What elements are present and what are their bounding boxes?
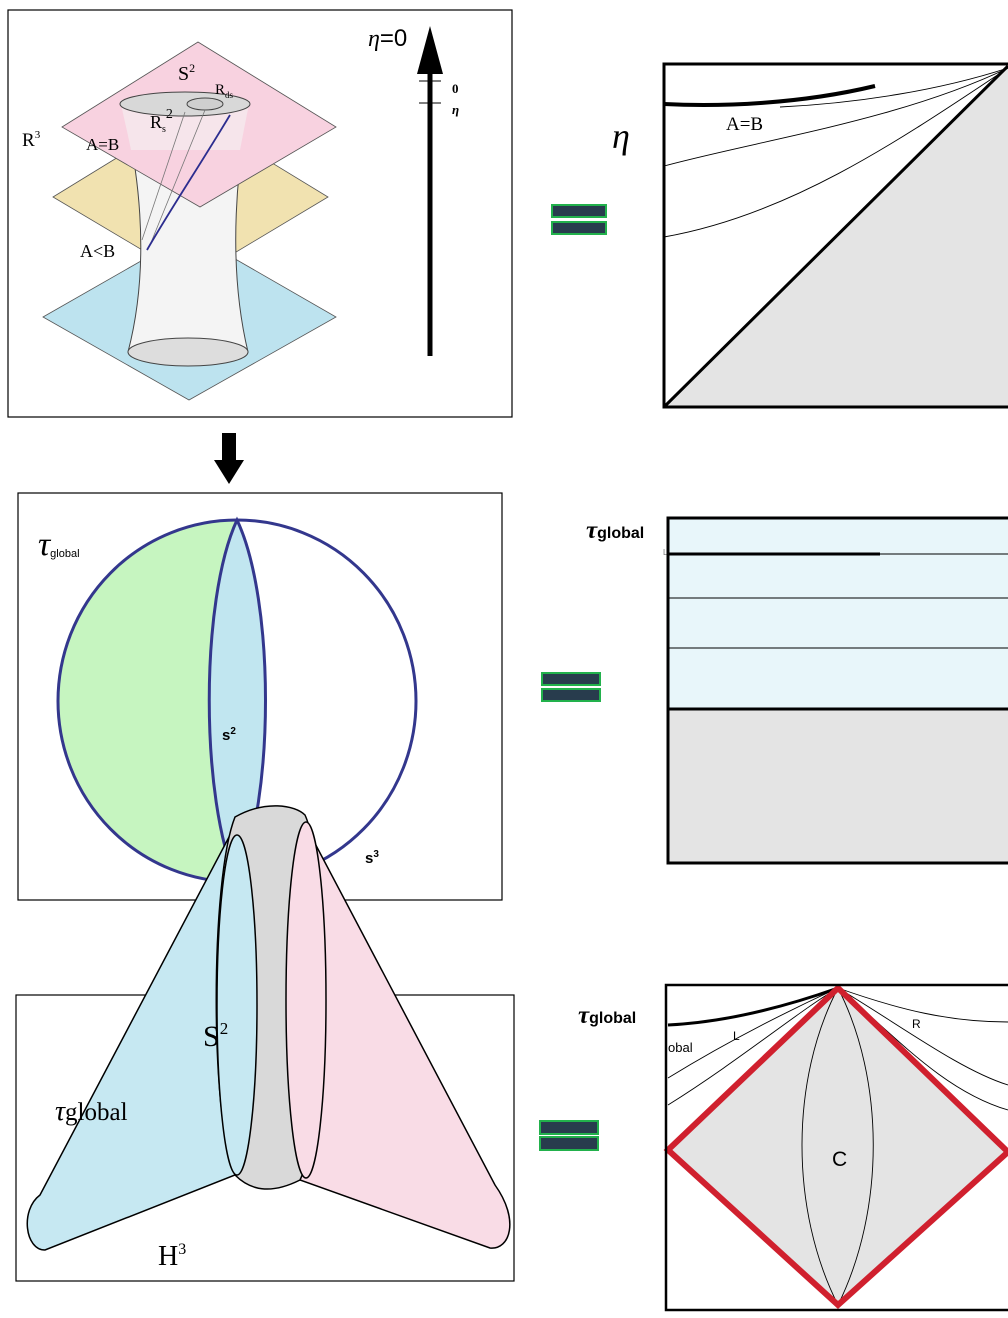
panel-wormhole: S2 τglobal H3 (15, 805, 515, 1282)
panel-bands: τglobal L (586, 516, 1008, 865)
red-diamond-outline (663, 983, 1008, 1310)
inner-horizon-circle (186, 97, 224, 111)
s3-label: s3 (365, 849, 379, 867)
bands-small-mark: L (663, 548, 668, 557)
bands-light-region (668, 518, 1008, 709)
tick-zero-label: 0 (452, 81, 459, 96)
diagonal-horizon (662, 64, 1008, 409)
tau-global-wormhole-label: τglobal (55, 1096, 128, 1127)
tau-global-label: τglobal (38, 526, 80, 563)
eta-arrow-head (417, 26, 443, 74)
tau-global-bands-label: τglobal (586, 517, 644, 544)
left-bold-curve (667, 986, 839, 1027)
r3-label: R3 (22, 129, 41, 151)
right-throat (285, 821, 327, 1179)
diamond-region (668, 988, 1008, 1305)
tick-eta-label: η (452, 102, 459, 117)
eta-zero-label: η=0 (368, 25, 407, 52)
left-fan-curve-1 (667, 987, 839, 1079)
equals-sign-1 (551, 204, 607, 235)
left-arm (26, 819, 239, 1251)
h3-label: H3 (158, 1241, 186, 1272)
s2-wormhole-label: S2 (203, 1019, 228, 1053)
bands-frame (666, 516, 1008, 865)
a-eq-b-curve-label: A=B (726, 114, 763, 135)
right-arm (299, 814, 511, 1249)
left-throat (216, 834, 258, 1176)
entanglement-curve (146, 114, 231, 251)
penrose-frame (662, 62, 1008, 409)
right-fan-curve-2 (837, 987, 1008, 1086)
a-eq-b-label: A=B (86, 135, 119, 154)
panel-penrose-eta: η A=B (612, 62, 1008, 409)
left-fan-curve-2 (667, 987, 839, 1106)
bands-gray-region (668, 709, 1008, 863)
green-region (58, 520, 237, 882)
down-arrow-1 (214, 433, 244, 484)
rs-label: Rs2 (150, 107, 173, 135)
panel-s3-sphere: τglobal s2 s3 (17, 492, 503, 901)
equals-sign-2 (541, 672, 601, 702)
l-label: L (733, 1029, 740, 1043)
a-lt-b-label: A<B (80, 241, 115, 261)
fan-curve-1 (663, 67, 1008, 167)
panel-diamond: τglobal obal L R C (578, 983, 1008, 1312)
right-fan-curve-1 (837, 987, 1008, 1023)
hyperboloid-bottom-cap (127, 337, 249, 367)
equals-sign-3 (539, 1120, 599, 1151)
a-eq-b-curve (663, 84, 876, 108)
s2-label: S2 (178, 61, 195, 85)
tau-global-diamond-label: τglobal (578, 1002, 636, 1029)
r-label: R (912, 1017, 921, 1031)
rds-label: Rds (215, 82, 234, 100)
diamond-frame (664, 983, 1008, 1312)
obal-clipped-label: obal (668, 1040, 693, 1055)
hyperboloid-top-cap (119, 91, 251, 117)
s2-lens-label: s2 (222, 726, 236, 744)
c-label: C (832, 1148, 847, 1171)
fan-curve-3 (779, 67, 1008, 108)
eta-axis-label: η (612, 116, 630, 156)
fan-curve-2 (663, 67, 1008, 238)
panel-ds-foliation: S2 Rds R3 Rs2 A=B A<B η=0 0 η (7, 9, 513, 418)
